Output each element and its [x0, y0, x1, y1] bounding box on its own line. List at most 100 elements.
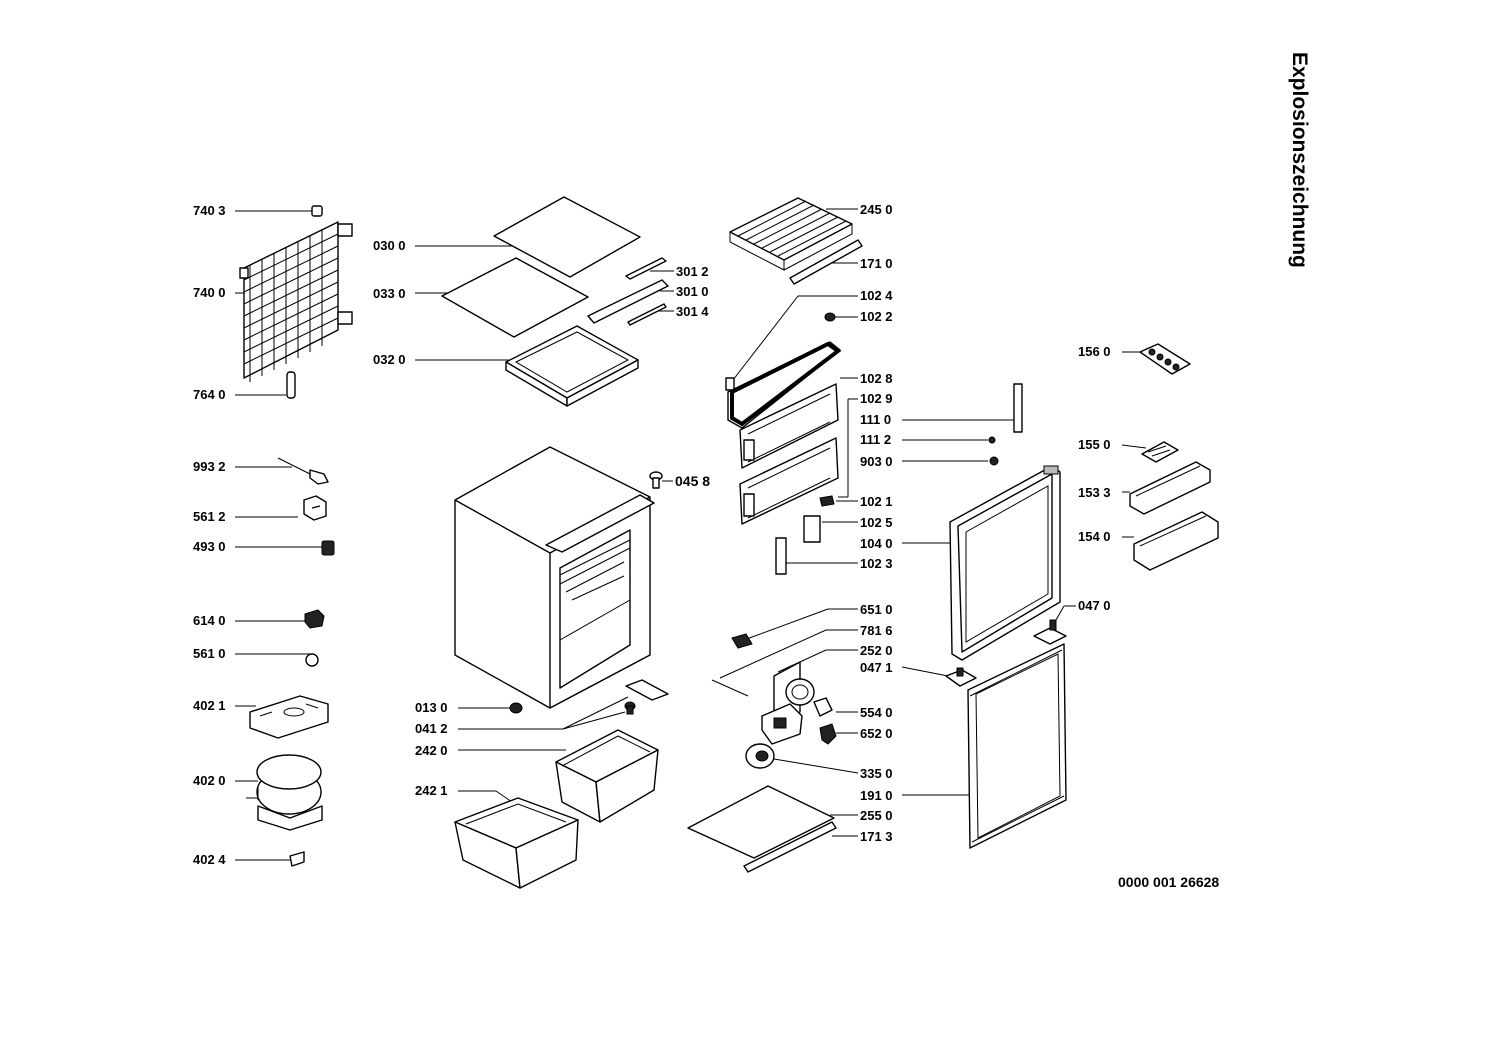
part-label: 030 0 — [373, 238, 406, 253]
part-156-0[interactable]: 156 0 — [1078, 343, 1191, 375]
part-153-3[interactable]: 153 3 — [1078, 461, 1211, 515]
part-111-2[interactable]: 111 2 — [860, 432, 996, 447]
dial-icon — [745, 743, 775, 769]
part-764-0[interactable]: 764 0 — [193, 371, 296, 402]
part-652-0[interactable]: 652 0 — [819, 723, 893, 745]
glass-shelf-icon — [505, 325, 639, 407]
part-label: 493 0 — [193, 539, 226, 554]
part-740-0[interactable]: 740 0 — [193, 221, 353, 382]
part-245-0[interactable]: 245 0 — [729, 197, 893, 271]
lamp-socket-icon — [731, 633, 753, 649]
screw-icon — [824, 312, 836, 322]
sensor-cable-icon — [277, 457, 329, 485]
part-402-1[interactable]: 402 1 — [193, 695, 329, 739]
part-label: 651 0 — [860, 602, 893, 617]
butter-dish-icon — [1141, 441, 1179, 463]
screw-icon — [988, 436, 996, 444]
part-047-0[interactable]: 047 0 — [1033, 598, 1111, 645]
grommet-icon — [305, 653, 319, 667]
trim-strip-icon — [789, 239, 863, 285]
rail-icon — [587, 279, 669, 324]
egg-tray-icon — [1139, 343, 1191, 375]
part-label: 301 0 — [676, 284, 709, 299]
part-013-0[interactable]: 013 0 — [415, 700, 523, 715]
hinge-pin-icon — [649, 471, 663, 489]
part-242-1[interactable]: 242 1 — [415, 783, 579, 889]
part-label: 740 0 — [193, 285, 226, 300]
part-493-0[interactable]: 493 0 — [193, 539, 335, 556]
part-102-9[interactable]: 102 9 — [739, 383, 893, 498]
door-bin-icon — [1129, 461, 1211, 515]
part-030-0[interactable]: 030 0 — [373, 196, 641, 278]
part-154-0[interactable]: 154 0 — [1078, 511, 1219, 571]
part-614-0[interactable]: 614 0 — [193, 609, 325, 629]
part-740-3[interactable]: 740 3 — [193, 203, 323, 218]
part-993-2[interactable]: 993 2 — [193, 457, 329, 485]
part-554-0[interactable]: 554 0 — [785, 678, 893, 720]
condenser-icon — [239, 221, 353, 382]
part-label: 614 0 — [193, 613, 226, 628]
part-155-0[interactable]: 155 0 — [1078, 437, 1179, 463]
part-402-4[interactable]: 402 4 — [193, 851, 305, 867]
part-label: 335 0 — [860, 766, 893, 781]
part-255-0[interactable]: 255 0 — [687, 785, 893, 859]
part-651-0[interactable]: 651 0 — [731, 602, 893, 649]
cabinet-body — [454, 446, 655, 709]
hinge-plate-icon — [945, 667, 977, 687]
part-label: 154 0 — [1078, 529, 1111, 544]
part-045-8[interactable]: 045 8 — [649, 471, 710, 489]
part-781-6[interactable]: 781 6 — [711, 623, 893, 697]
part-label: 102 8 — [860, 371, 893, 386]
part-label: 301 2 — [676, 264, 709, 279]
part-561-2[interactable]: 561 2 — [193, 495, 327, 524]
part-102-5[interactable]: 102 5 — [803, 515, 893, 543]
part-label: 554 0 — [860, 705, 893, 720]
part-033-0[interactable]: 033 0 — [373, 257, 589, 338]
part-047-1[interactable]: 047 1 — [860, 660, 977, 687]
part-102-2[interactable]: 102 2 — [824, 309, 893, 324]
part-242-0[interactable]: 242 0 — [415, 729, 659, 823]
part-191-0[interactable]: 191 0 — [860, 788, 974, 803]
part-104-0[interactable]: 104 0 — [860, 465, 1061, 661]
part-041-2[interactable]: 041 2 — [415, 679, 669, 736]
part-label: 102 1 — [860, 494, 893, 509]
latch-icon — [819, 495, 835, 507]
part-label: 402 0 — [193, 773, 226, 788]
screw-icon — [989, 456, 999, 466]
bracket-icon — [303, 495, 327, 521]
part-402-0[interactable]: 402 0 — [193, 754, 323, 831]
part-label: 561 0 — [193, 646, 226, 661]
hinge-plate-icon — [1033, 619, 1067, 645]
switch-icon — [819, 723, 837, 745]
door-gasket-icon — [967, 643, 1067, 849]
part-label: 781 6 — [860, 623, 893, 638]
part-111-0[interactable]: 111 0 — [860, 383, 1023, 433]
part-335-0[interactable]: 335 0 — [745, 743, 893, 781]
door-inner-icon — [949, 465, 1061, 661]
part-label: 245 0 — [860, 202, 893, 217]
freezer-flap-icon — [739, 437, 839, 525]
part-301-4[interactable]: 301 4 — [627, 303, 709, 326]
part-102-3[interactable]: 102 3 — [775, 537, 893, 575]
part-label: 153 3 — [1078, 485, 1111, 500]
part-032-0[interactable]: 032 0 — [373, 325, 639, 407]
door-bin-icon — [1133, 511, 1219, 571]
part-102-4[interactable]: 102 4 — [725, 288, 893, 391]
part-102-1[interactable]: 102 1 — [819, 494, 893, 509]
part-label: 111 0 — [860, 412, 891, 427]
part-label: 041 2 — [415, 721, 448, 736]
part-label: 104 0 — [860, 536, 893, 551]
connector-icon — [321, 540, 335, 556]
part-903-0[interactable]: 903 0 — [860, 454, 999, 469]
part-301-0[interactable]: 301 0 — [587, 279, 709, 324]
cable-icon — [711, 679, 749, 697]
part-171-0[interactable]: 171 0 — [789, 239, 893, 285]
part-561-0[interactable]: 561 0 — [193, 646, 319, 667]
compressor-icon — [246, 754, 323, 831]
part-171-3[interactable]: 171 3 — [743, 821, 893, 873]
hinge-icon — [775, 537, 787, 575]
part-label: 013 0 — [415, 700, 448, 715]
part-301-2[interactable]: 301 2 — [625, 257, 709, 280]
rail-icon — [627, 303, 667, 326]
part-102-8[interactable]: 102 8 — [727, 341, 893, 429]
